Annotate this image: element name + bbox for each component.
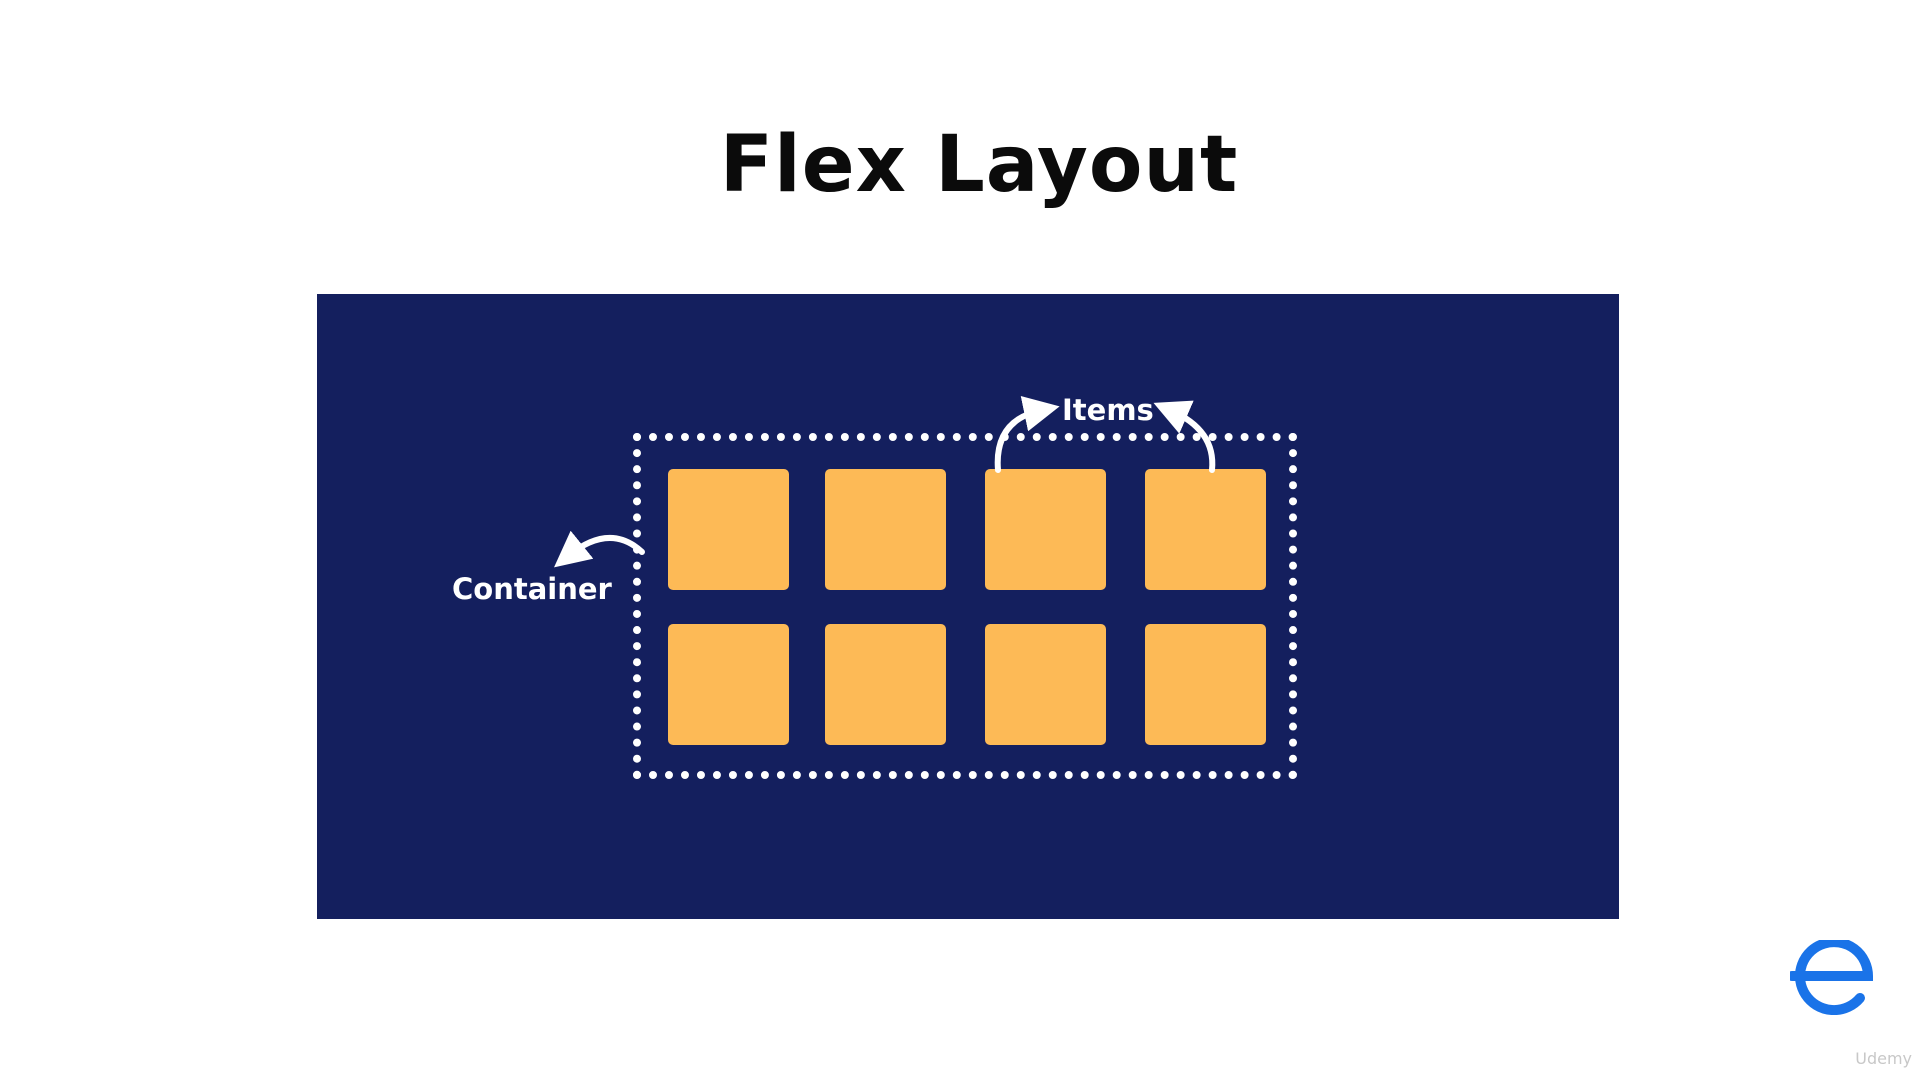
- slide-title: Flex Layout: [719, 120, 1239, 210]
- flex-item: [1145, 469, 1266, 590]
- flex-container-outline: [633, 433, 1297, 779]
- flex-item: [668, 624, 789, 745]
- flex-item: [668, 469, 789, 590]
- educative-e-icon: [1790, 940, 1874, 1015]
- flex-item: [985, 469, 1106, 590]
- flex-item: [825, 624, 946, 745]
- flex-item: [1145, 624, 1266, 745]
- flex-item: [985, 624, 1106, 745]
- container-label: Container: [452, 572, 612, 606]
- items-label: Items: [1062, 393, 1154, 427]
- diagram-panel: [317, 294, 1619, 919]
- watermark: Udemy: [1855, 1049, 1912, 1068]
- flex-item: [825, 469, 946, 590]
